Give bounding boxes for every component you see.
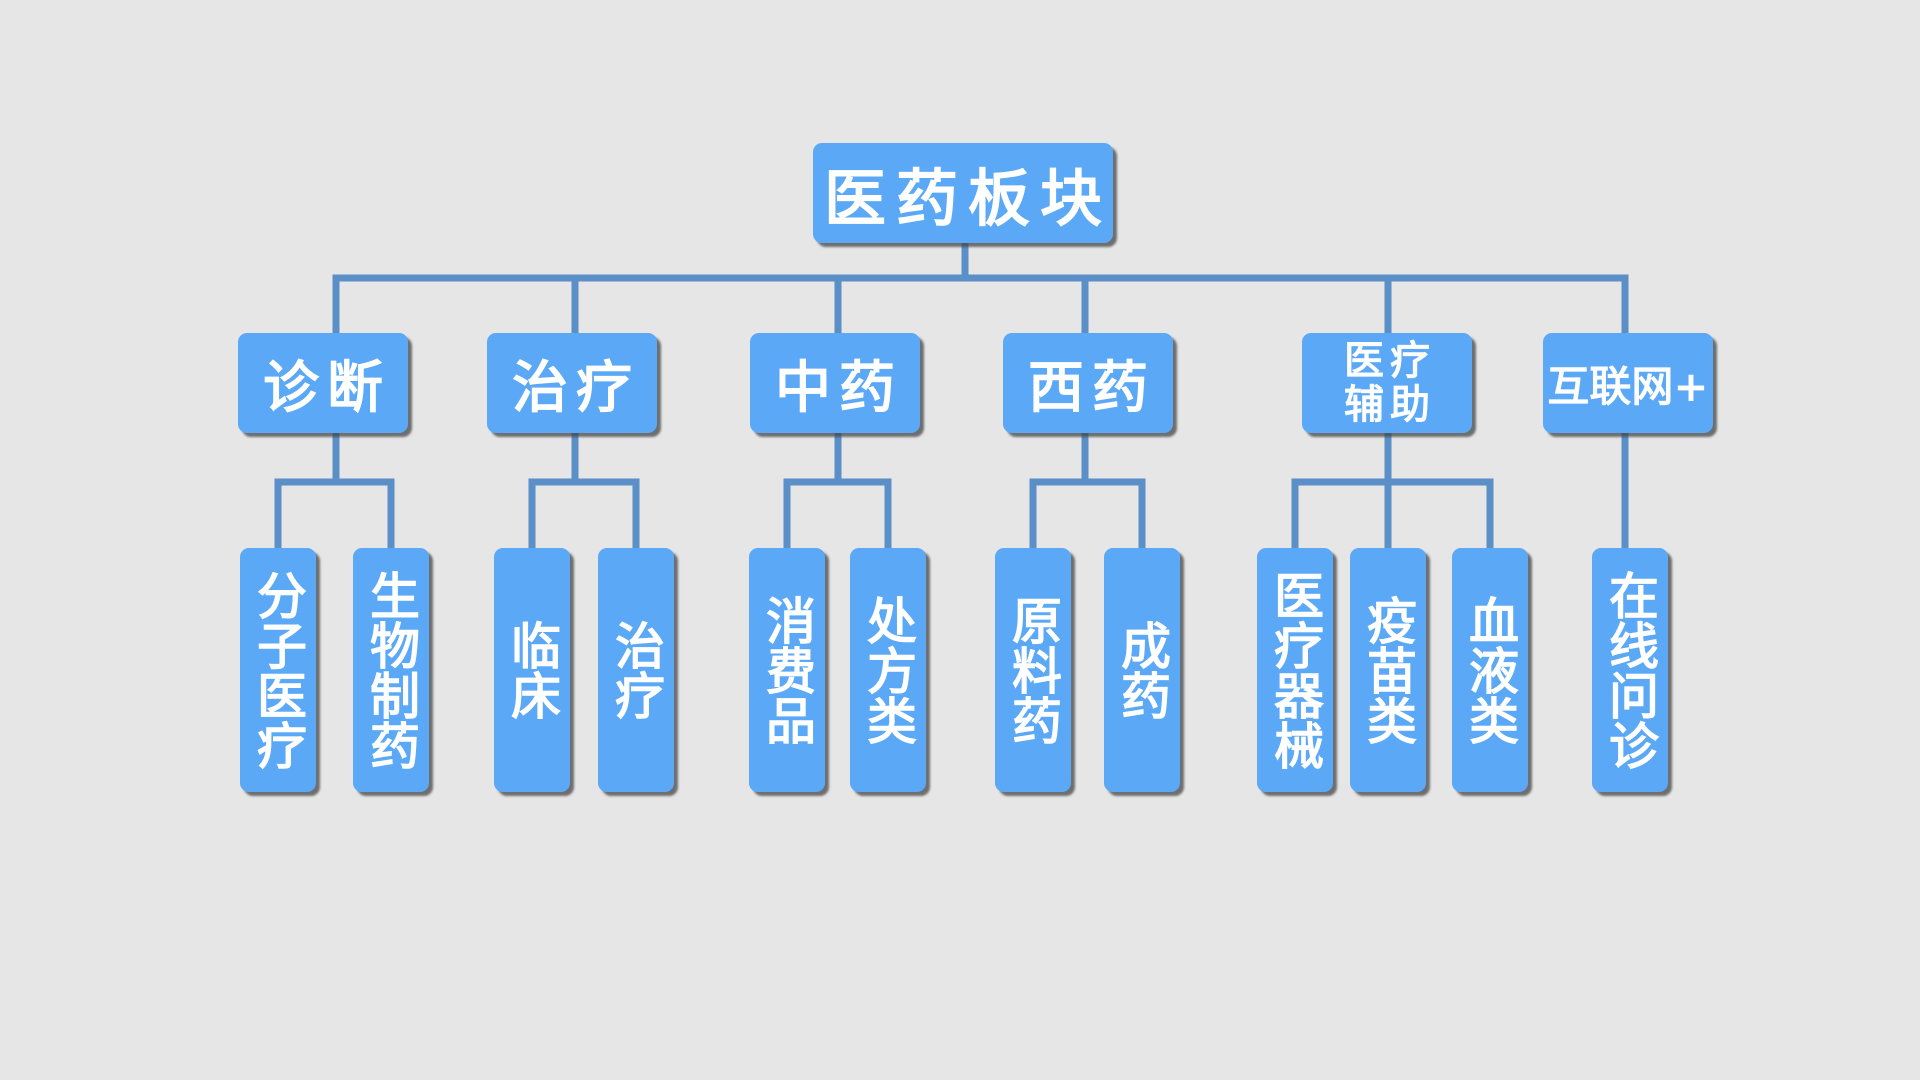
leaf-node-finished-drugs: 成药	[1104, 548, 1180, 792]
leaf-node-clinical: 临床	[494, 548, 570, 792]
leaf-node-consumer-goods: 消费品	[749, 548, 825, 792]
leaf-node-api: 原料药	[995, 548, 1071, 792]
category-node-western-medicine: 西药	[1003, 333, 1173, 433]
leaf-node-molecular-medicine: 分子医疗	[240, 548, 316, 792]
category-node-internet-plus: 互联网+	[1543, 333, 1713, 433]
leaf-node-medical-devices: 医疗器械	[1257, 548, 1333, 792]
leaf-node-blood-products: 血液类	[1452, 548, 1528, 792]
category-node-tcm: 中药	[750, 333, 920, 433]
leaf-node-therapy: 治疗	[598, 548, 674, 792]
leaf-node-online-consultation: 在线问诊	[1592, 548, 1668, 792]
root-node-medicine-sector: 医药板块	[813, 143, 1113, 243]
leaf-node-biopharma: 生物制药	[353, 548, 429, 792]
leaf-node-vaccines: 疫苗类	[1350, 548, 1426, 792]
category-node-medical-auxiliary: 医疗 辅助	[1302, 333, 1472, 433]
leaf-node-prescription: 处方类	[850, 548, 926, 792]
category-node-treatment: 治疗	[487, 333, 657, 433]
category-node-diagnosis: 诊断	[238, 333, 408, 433]
